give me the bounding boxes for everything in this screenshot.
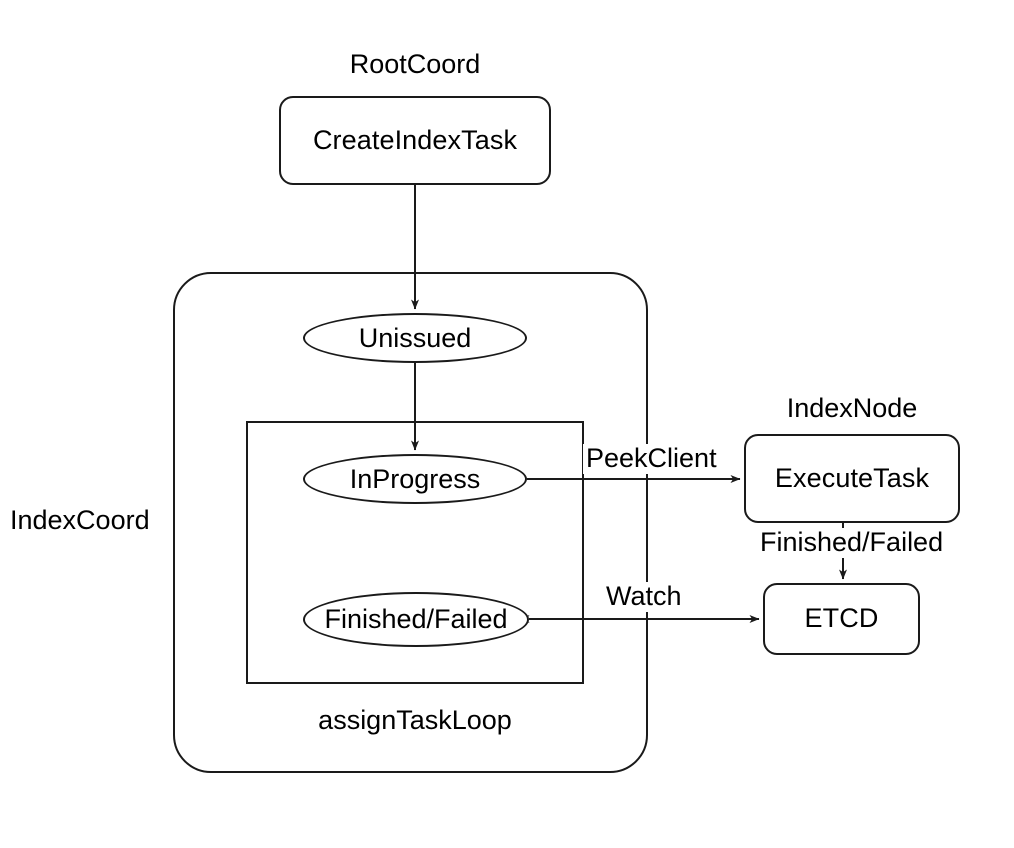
container-assigntaskloop — [246, 421, 584, 684]
node-create-index-task[interactable]: CreateIndexTask — [279, 96, 551, 185]
node-execute-task[interactable]: ExecuteTask — [744, 434, 960, 523]
container-label-assigntaskloop: assignTaskLoop — [318, 705, 512, 735]
node-label-execute-task: ExecuteTask — [774, 462, 930, 493]
node-etcd[interactable]: ETCD — [763, 583, 920, 655]
node-label-inprogress: InProgress — [349, 463, 481, 494]
edge-label-finished-failed: Finished/Failed — [757, 527, 947, 558]
node-label-unissued: Unissued — [358, 322, 472, 353]
node-label-etcd: ETCD — [804, 603, 879, 634]
node-label-create-index-task: CreateIndexTask — [312, 124, 518, 155]
container-label-indexnode: IndexNode — [786, 393, 918, 423]
edge-label-peekclient: PeekClient — [583, 443, 720, 474]
node-inprogress[interactable]: InProgress — [303, 454, 527, 504]
node-unissued[interactable]: Unissued — [303, 313, 527, 363]
node-label-finished-failed-state: Finished/Failed — [324, 604, 508, 635]
container-label-rootcoord: RootCoord — [349, 49, 481, 79]
node-finished-failed-state[interactable]: Finished/Failed — [303, 592, 529, 647]
edge-label-watch: Watch — [603, 581, 685, 612]
container-label-indexcoord: IndexCoord — [10, 505, 150, 535]
container-indexcoord — [173, 272, 648, 773]
